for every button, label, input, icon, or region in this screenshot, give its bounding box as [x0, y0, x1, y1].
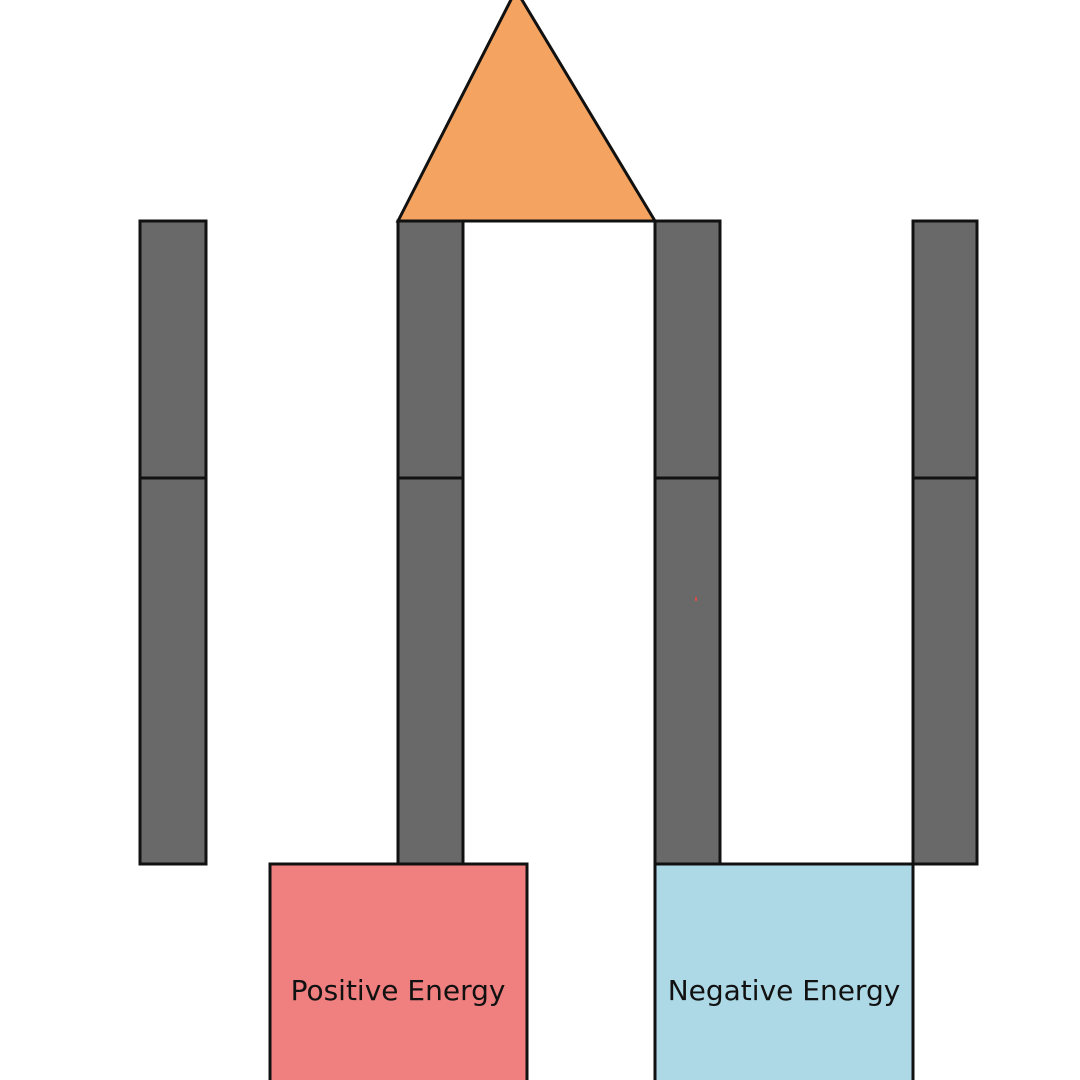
bar-1-upper — [138, 219, 208, 480]
vertical-bars — [138, 219, 979, 866]
negative-energy-label: Negative Energy — [668, 974, 901, 1007]
bar-2-lower — [396, 476, 465, 866]
bar-2-upper — [396, 219, 465, 480]
positive-energy-box — [268, 862, 529, 1080]
small-red-marker — [695, 597, 697, 601]
bar-3-upper — [653, 219, 722, 480]
bar-4-lower — [911, 476, 979, 866]
top-triangle — [395, 0, 658, 223]
negative-energy-box — [653, 862, 915, 1080]
bar-3-lower — [653, 476, 722, 866]
energy-boxes: Positive Energy Negative Energy — [268, 862, 915, 1080]
positive-energy-label: Positive Energy — [291, 974, 506, 1007]
bar-4-upper — [911, 219, 979, 480]
bar-1-lower — [138, 476, 208, 866]
